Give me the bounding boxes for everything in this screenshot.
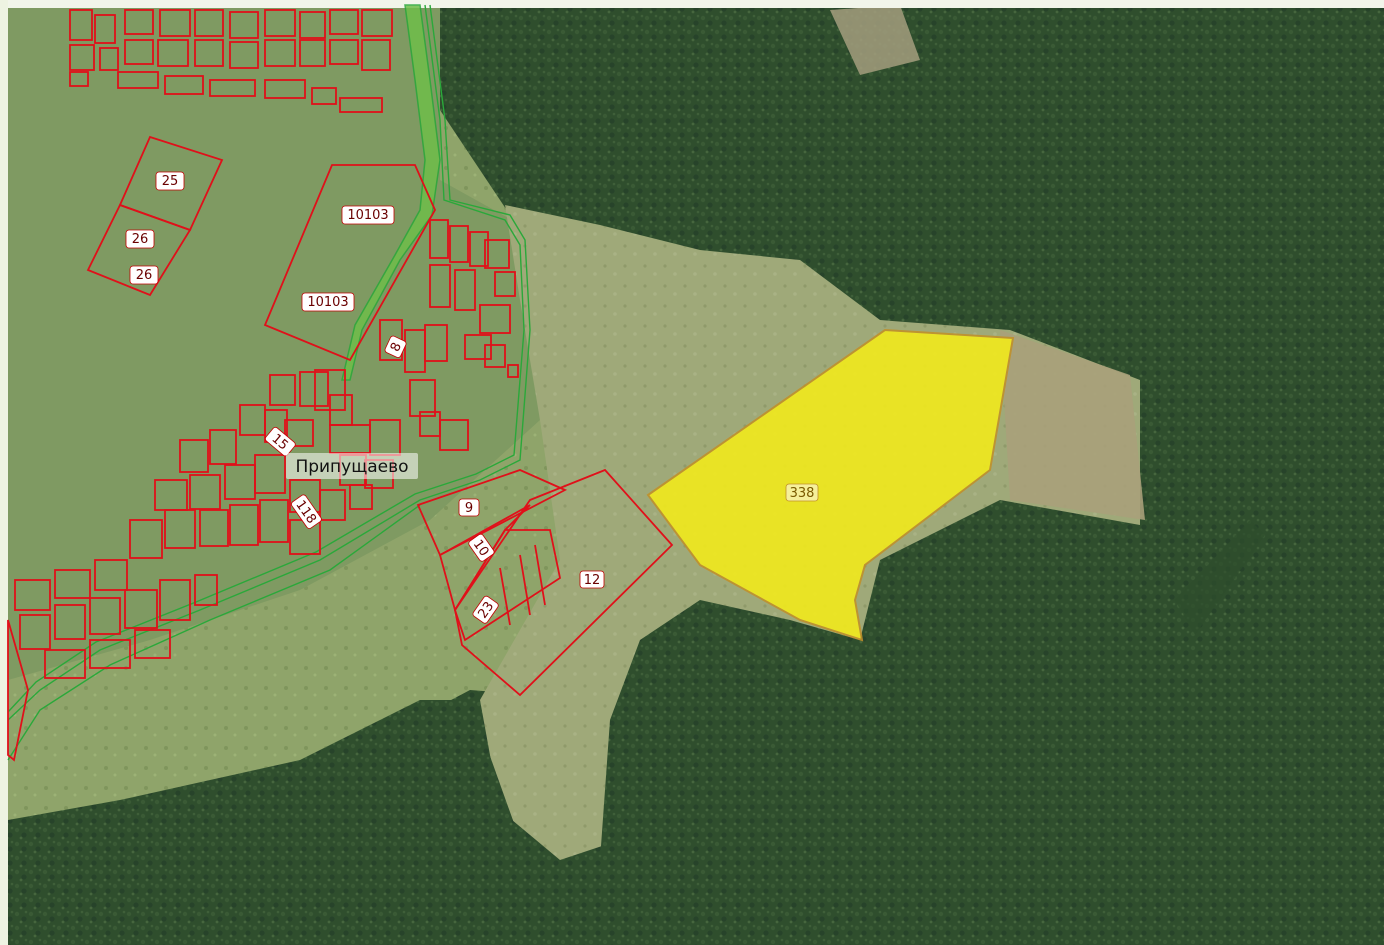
road-boundary-lower bbox=[7, 504, 421, 761]
forest-strip bbox=[1175, 520, 1265, 635]
map-left-edge bbox=[0, 0, 8, 945]
parcel-label-26: 26 bbox=[132, 232, 149, 247]
parcel-label-12: 12 bbox=[584, 573, 601, 588]
parcel-label-10103-lower: 10103 bbox=[307, 295, 348, 310]
road-boundary-outer bbox=[7, 4, 531, 721]
parcel-group-south bbox=[416, 468, 674, 697]
parcel-label-25: 25 bbox=[162, 174, 179, 189]
road-corridor bbox=[341, 4, 441, 381]
parcel-group-fields bbox=[7, 135, 437, 762]
map-top-edge bbox=[0, 0, 1384, 8]
parcel-group-village bbox=[14, 219, 519, 679]
forest-lower-mid bbox=[560, 640, 980, 945]
village-area bbox=[8, 0, 540, 680]
parcel-label-10103: 10103 bbox=[347, 208, 388, 223]
village-label: Припущаево bbox=[286, 453, 418, 479]
road-boundary-inner bbox=[7, 4, 525, 713]
forest-lower-left bbox=[8, 700, 560, 945]
parcel-label-9: 9 bbox=[465, 501, 473, 516]
parcel-label-26-lower: 26 bbox=[136, 268, 153, 283]
village-name: Припущаево bbox=[295, 457, 408, 477]
cleared-area bbox=[1000, 330, 1145, 520]
cleared-area-top bbox=[830, 5, 920, 75]
parcel-group-north bbox=[69, 9, 393, 113]
parcel-label-338: 338 bbox=[790, 486, 815, 501]
highlighted-parcel-338[interactable] bbox=[646, 328, 1015, 642]
